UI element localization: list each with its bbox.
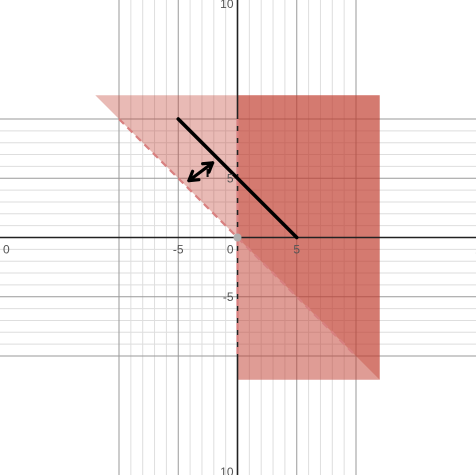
- origin-point: [233, 233, 242, 242]
- points: [233, 233, 242, 242]
- solid-line-segment: [176, 117, 299, 240]
- x-tick-label: 5: [293, 243, 300, 257]
- x-tick-label: -5: [173, 243, 184, 257]
- y-tick-label: 5: [227, 171, 234, 185]
- x-tick-label: 0: [3, 243, 10, 257]
- arrow-head-icon: [187, 169, 201, 183]
- y-tick-labels: 10 5 -5 10: [220, 0, 234, 475]
- plotted-lines: [176, 117, 299, 240]
- y-tick-label: -5: [223, 290, 234, 304]
- annotations: r: [187, 161, 215, 183]
- y-tick-label: 10: [220, 465, 234, 475]
- dashed-boundary-line: [118, 118, 357, 357]
- y-tick-label: 10: [220, 0, 234, 11]
- arrow-head-icon: [201, 161, 215, 174]
- x-tick-label: 0: [227, 243, 234, 257]
- reflection-arrow-shaft: [187, 161, 215, 183]
- boundary-lines: [118, 118, 357, 357]
